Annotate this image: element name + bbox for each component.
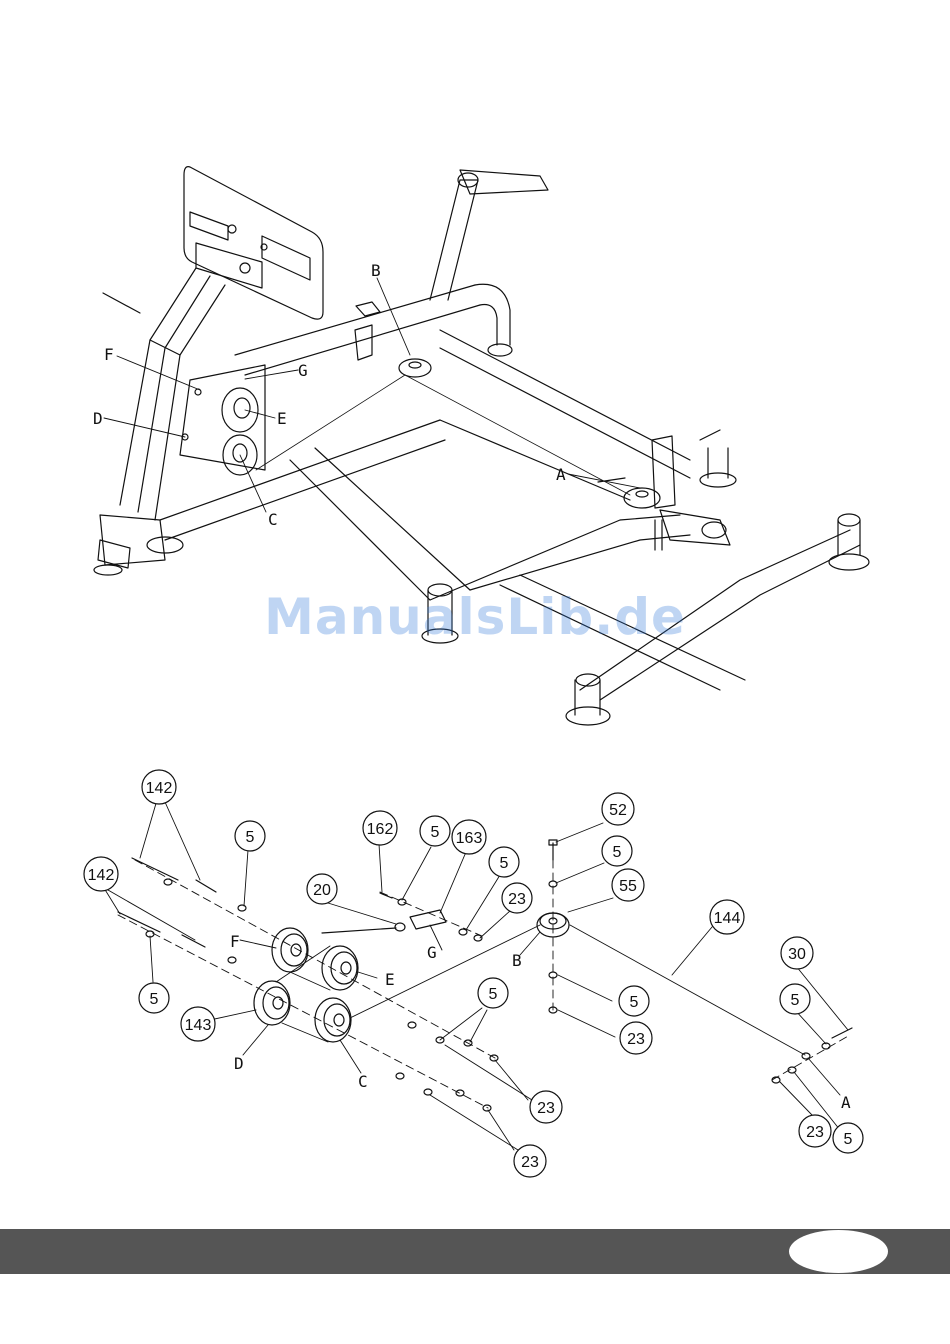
exploded-label-e: E xyxy=(385,970,395,989)
part-callout-5: 5 xyxy=(630,994,639,1011)
assembly-label-b: B xyxy=(371,261,381,280)
part-callout-23: 23 xyxy=(537,1100,555,1117)
part-callout-143: 143 xyxy=(185,1017,212,1034)
exploded-label-c: C xyxy=(358,1072,368,1091)
part-callout-5: 5 xyxy=(150,991,159,1008)
part-callout-5: 5 xyxy=(791,992,800,1009)
part-callout-23: 23 xyxy=(627,1031,645,1048)
part-callout-5: 5 xyxy=(246,829,255,846)
part-callout-142-bottom: 142 xyxy=(88,867,115,884)
part-callout-144: 144 xyxy=(714,910,741,927)
part-callout-5: 5 xyxy=(489,986,498,1003)
page-number-badge xyxy=(789,1230,888,1273)
exploded-label-a: A xyxy=(841,1093,851,1112)
part-callout-52: 52 xyxy=(609,802,627,819)
exploded-label-f: F xyxy=(230,932,240,951)
part-callout-163: 163 xyxy=(456,830,483,847)
assembly-label-d: D xyxy=(93,409,103,428)
part-callout-23: 23 xyxy=(521,1154,539,1171)
part-callout-142-top: 142 xyxy=(146,780,173,797)
exploded-label-g: G xyxy=(427,943,437,962)
assembly-label-e: E xyxy=(277,409,287,428)
part-callout-5: 5 xyxy=(431,824,440,841)
part-callout-5: 5 xyxy=(844,1131,853,1148)
part-callout-5: 5 xyxy=(500,855,509,872)
exploded-label-d: D xyxy=(234,1054,244,1073)
part-callout-30: 30 xyxy=(788,946,806,963)
part-callout-55: 55 xyxy=(619,878,637,895)
assembly-label-f: F xyxy=(104,345,114,364)
part-callout-162: 162 xyxy=(367,821,394,838)
assembly-label-g: G xyxy=(298,361,308,380)
part-callout-5: 5 xyxy=(613,844,622,861)
part-callout-23: 23 xyxy=(508,891,526,908)
part-callout-23: 23 xyxy=(806,1124,824,1141)
part-callout-20: 20 xyxy=(313,882,331,899)
exploded-label-b: B xyxy=(512,951,522,970)
assembly-label-a: A xyxy=(556,465,566,484)
watermark: ManualsLib.de xyxy=(0,588,950,646)
assembly-label-c: C xyxy=(268,510,278,529)
